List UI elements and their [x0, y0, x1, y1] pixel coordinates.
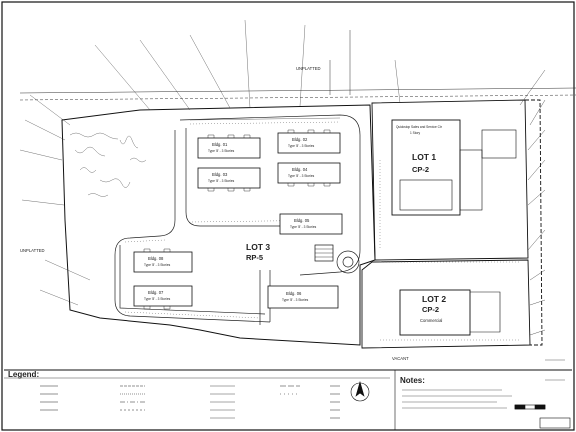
- interior-drive: [114, 114, 361, 325]
- lot3-label: LOT 3: [246, 242, 270, 252]
- building-06-type: Type '8' - 3 Stories: [282, 298, 309, 302]
- building-08-type: Type '8' - 3 Stories: [144, 263, 171, 267]
- lot1-commercial: [391, 119, 517, 216]
- building-07-name: Bldg. 07: [148, 290, 164, 295]
- notes-title: Notes:: [400, 376, 425, 385]
- wooded-area: [69, 132, 147, 197]
- property-boundary: [61, 104, 376, 346]
- building-02-footprint: [277, 132, 341, 154]
- vacant-label: VACANT: [392, 356, 409, 361]
- lot1-building-stories: 1 Story: [410, 131, 421, 135]
- legend-symbols: [40, 385, 340, 419]
- top-callouts: [19, 19, 401, 306]
- lot2-use: Commercial: [420, 318, 442, 323]
- lot1-zone: CP-2: [412, 165, 429, 174]
- unplatted-left-label: UNPLATTED: [20, 248, 45, 253]
- building-05-type: Type '8' - 3 Stories: [290, 225, 317, 229]
- building-04-type: Type '8' - 3 Stories: [288, 174, 315, 178]
- lot2-label: LOT 2: [422, 294, 446, 304]
- top-road: [19, 30, 576, 101]
- building-05-footprint: [279, 213, 343, 235]
- lot2-zone: CP-2: [422, 305, 439, 314]
- roundabout: [336, 250, 360, 274]
- notes-lines: [402, 389, 512, 409]
- lot1-building-title: Quickstop Sales and Service Ctr: [396, 125, 443, 129]
- commercial-parcels: [361, 99, 543, 349]
- apartment-buildings: [133, 132, 343, 309]
- building-08-footprint: [133, 251, 193, 273]
- amenity-area: [314, 244, 334, 262]
- north-arrow: [350, 380, 370, 402]
- lot2-commercial: [399, 289, 501, 336]
- scale-bar: [514, 404, 546, 410]
- building-notches: [143, 129, 331, 310]
- building-06-footprint: [267, 285, 339, 309]
- sheet-number-box: [539, 417, 571, 429]
- right-callouts: [519, 69, 565, 381]
- legend-frame: [4, 369, 572, 430]
- building-02-type: Type '8' - 3 Stories: [288, 144, 315, 148]
- building-03-footprint: [197, 167, 261, 189]
- building-07-footprint: [133, 285, 193, 307]
- building-03-name: Bldg. 03: [212, 172, 228, 177]
- building-02-name: Bldg. 02: [292, 137, 308, 142]
- lot1-label: LOT 1: [412, 152, 436, 162]
- building-01-type: Type '8' - 3 Stories: [208, 149, 235, 153]
- building-07-type: Type '8' - 3 Stories: [144, 297, 171, 301]
- building-01-footprint: [197, 137, 261, 159]
- building-04-name: Bldg. 04: [292, 167, 308, 172]
- building-01-name: Bldg. 01: [212, 142, 228, 147]
- unplatted-top-label: UNPLATTED: [296, 66, 321, 71]
- building-06-name: Bldg. 06: [286, 291, 302, 296]
- lot3-zone: RP-5: [246, 253, 263, 262]
- building-05-name: Bldg. 05: [294, 218, 310, 223]
- building-03-type: Type '8' - 3 Stories: [208, 179, 235, 183]
- building-04-footprint: [277, 162, 341, 184]
- building-08-name: Bldg. 08: [148, 256, 164, 261]
- legend-title: Legend:: [8, 370, 39, 379]
